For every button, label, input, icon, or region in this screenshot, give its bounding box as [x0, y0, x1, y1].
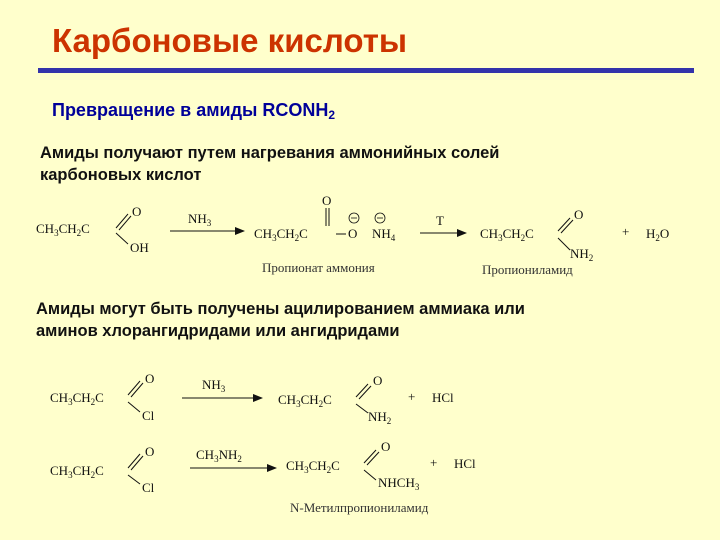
svg-text:O: O	[145, 444, 154, 459]
svg-text:NH2: NH2	[570, 246, 593, 263]
paragraph-ammonium-salts: Амиды получают путем нагревания аммонийн…	[40, 142, 499, 186]
subtitle-text: Превращение в амиды RCONH	[52, 100, 329, 120]
propionamide-structure: CH3CH2C O NH2	[480, 207, 593, 263]
reaction-3: CH3CH2C O Cl CH3NH2 CH3CH2C O NHCH3 + HC…	[50, 439, 476, 515]
svg-text:O: O	[132, 204, 141, 219]
byproduct-water: H2O	[646, 226, 669, 243]
product-name-ammonium-propionate: Пропионат аммония	[262, 260, 375, 275]
svg-text:CH3CH2C: CH3CH2C	[286, 458, 340, 475]
propionamide-structure: CH3CH2C O NH2	[278, 373, 391, 426]
ammonium-propionate-structure: CH3CH2C O O NH4	[254, 193, 396, 243]
propionyl-chloride-structure: CH3CH2C O Cl	[50, 444, 155, 495]
reagent-methylamine: CH3NH2	[196, 447, 242, 464]
slide-subtitle: Превращение в амиды RCONH2	[52, 100, 335, 122]
reagent-nh3: NH3	[188, 211, 212, 228]
subtitle-subscript: 2	[328, 108, 336, 122]
n-methylpropionamide-structure: CH3CH2C O NHCH3	[286, 439, 420, 492]
reaction-1: CH3CH2C O OH NH3 CH3CH2C O O NH4 Пропион…	[36, 193, 669, 277]
paragraph-acylation: Амиды могут быть получены ацилированием …	[36, 298, 525, 342]
condition-temperature: T	[436, 213, 444, 228]
svg-text:O: O	[574, 207, 583, 222]
svg-text:CH3CH2C: CH3CH2C	[480, 226, 534, 243]
paragraph-line: карбоновых кислот	[40, 166, 202, 184]
svg-text:OH: OH	[130, 240, 149, 255]
svg-text:NH2: NH2	[368, 409, 391, 426]
plus-sign: +	[622, 224, 629, 239]
svg-text:O: O	[322, 193, 331, 208]
svg-text:Cl: Cl	[142, 408, 155, 423]
svg-text:NH4: NH4	[372, 226, 396, 243]
svg-text:O: O	[348, 226, 357, 241]
svg-text:CH3CH2C: CH3CH2C	[50, 463, 104, 480]
svg-text:NHCH3: NHCH3	[378, 475, 420, 492]
svg-text:Cl: Cl	[142, 480, 155, 495]
paragraph-line: Амиды могут быть получены ацилированием …	[36, 300, 525, 318]
paragraph-line: Амиды получают путем нагревания аммонийн…	[40, 144, 500, 162]
plus-sign: +	[430, 455, 437, 470]
propionyl-chloride-structure: CH3CH2C O Cl	[50, 371, 155, 423]
reaction-2: CH3CH2C O Cl NH3 CH3CH2C O NH2 + HCl	[50, 371, 454, 426]
propionic-acid-structure: CH3CH2C O OH	[36, 204, 149, 255]
slide-title: Карбоновые кислоты	[52, 22, 408, 59]
byproduct-hcl: HCl	[432, 390, 454, 405]
svg-text:CH3CH2C: CH3CH2C	[278, 392, 332, 409]
svg-text:CH3CH2C: CH3CH2C	[36, 221, 90, 238]
paragraph-line: аминов хлорангидридами или ангидридами	[36, 322, 400, 340]
svg-text:CH3CH2C: CH3CH2C	[254, 226, 308, 243]
title-divider	[38, 68, 694, 73]
byproduct-hcl: HCl	[454, 456, 476, 471]
plus-sign: +	[408, 389, 415, 404]
svg-text:O: O	[373, 373, 382, 388]
product-name-propionamide: Пропиониламид	[482, 262, 573, 277]
svg-text:CH3CH2C: CH3CH2C	[50, 390, 104, 407]
svg-text:O: O	[145, 371, 154, 386]
product-name-n-methylpropionamide: N-Метилпропиониламид	[290, 500, 429, 515]
reagent-nh3: NH3	[202, 377, 226, 394]
svg-text:O: O	[381, 439, 390, 454]
